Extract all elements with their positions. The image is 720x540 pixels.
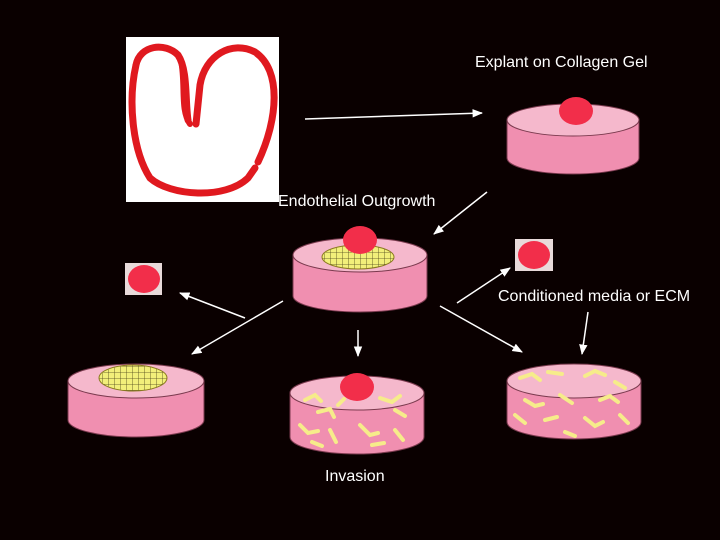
label-conditioned-media: Conditioned media or ECM (498, 288, 691, 305)
explant-icon-right (518, 241, 550, 269)
explant-icon-left (128, 265, 160, 293)
explant-tissue (340, 373, 374, 401)
arrows (179, 109, 589, 358)
gel-dish-explant (503, 95, 643, 177)
explant-tissue (343, 226, 377, 254)
gel-dish-invasion (286, 370, 428, 458)
arrow-media-to-right-dish (579, 311, 589, 356)
arrow-vessel-to-explant (304, 109, 484, 120)
vessel-inner-fold (178, 57, 193, 127)
gel-dish-outgrowth (290, 225, 430, 315)
gel-dish-explant-removed (65, 358, 207, 440)
label-invasion: Invasion (325, 468, 385, 485)
invasion-streaks (298, 392, 407, 448)
gel-dish-conditioned (503, 358, 645, 440)
outgrowth-mesh (98, 364, 168, 392)
arrow-outgrowth-to-right-dish (439, 305, 523, 353)
arrow-outgrowth-to-left-dish (191, 300, 284, 355)
invasion-streaks (513, 368, 630, 438)
label-endothelial-outgrowth: Endothelial Outgrowth (278, 193, 436, 210)
label-explant-on-collagen-gel: Explant on Collagen Gel (475, 54, 648, 71)
explant-tissue (559, 97, 593, 125)
arrow-outgrowth-to-left-icon (179, 292, 246, 319)
vessel-drawing (126, 37, 279, 202)
arrow-to-right-icon (456, 267, 511, 304)
arrow-explant-to-outgrowth (433, 191, 488, 235)
